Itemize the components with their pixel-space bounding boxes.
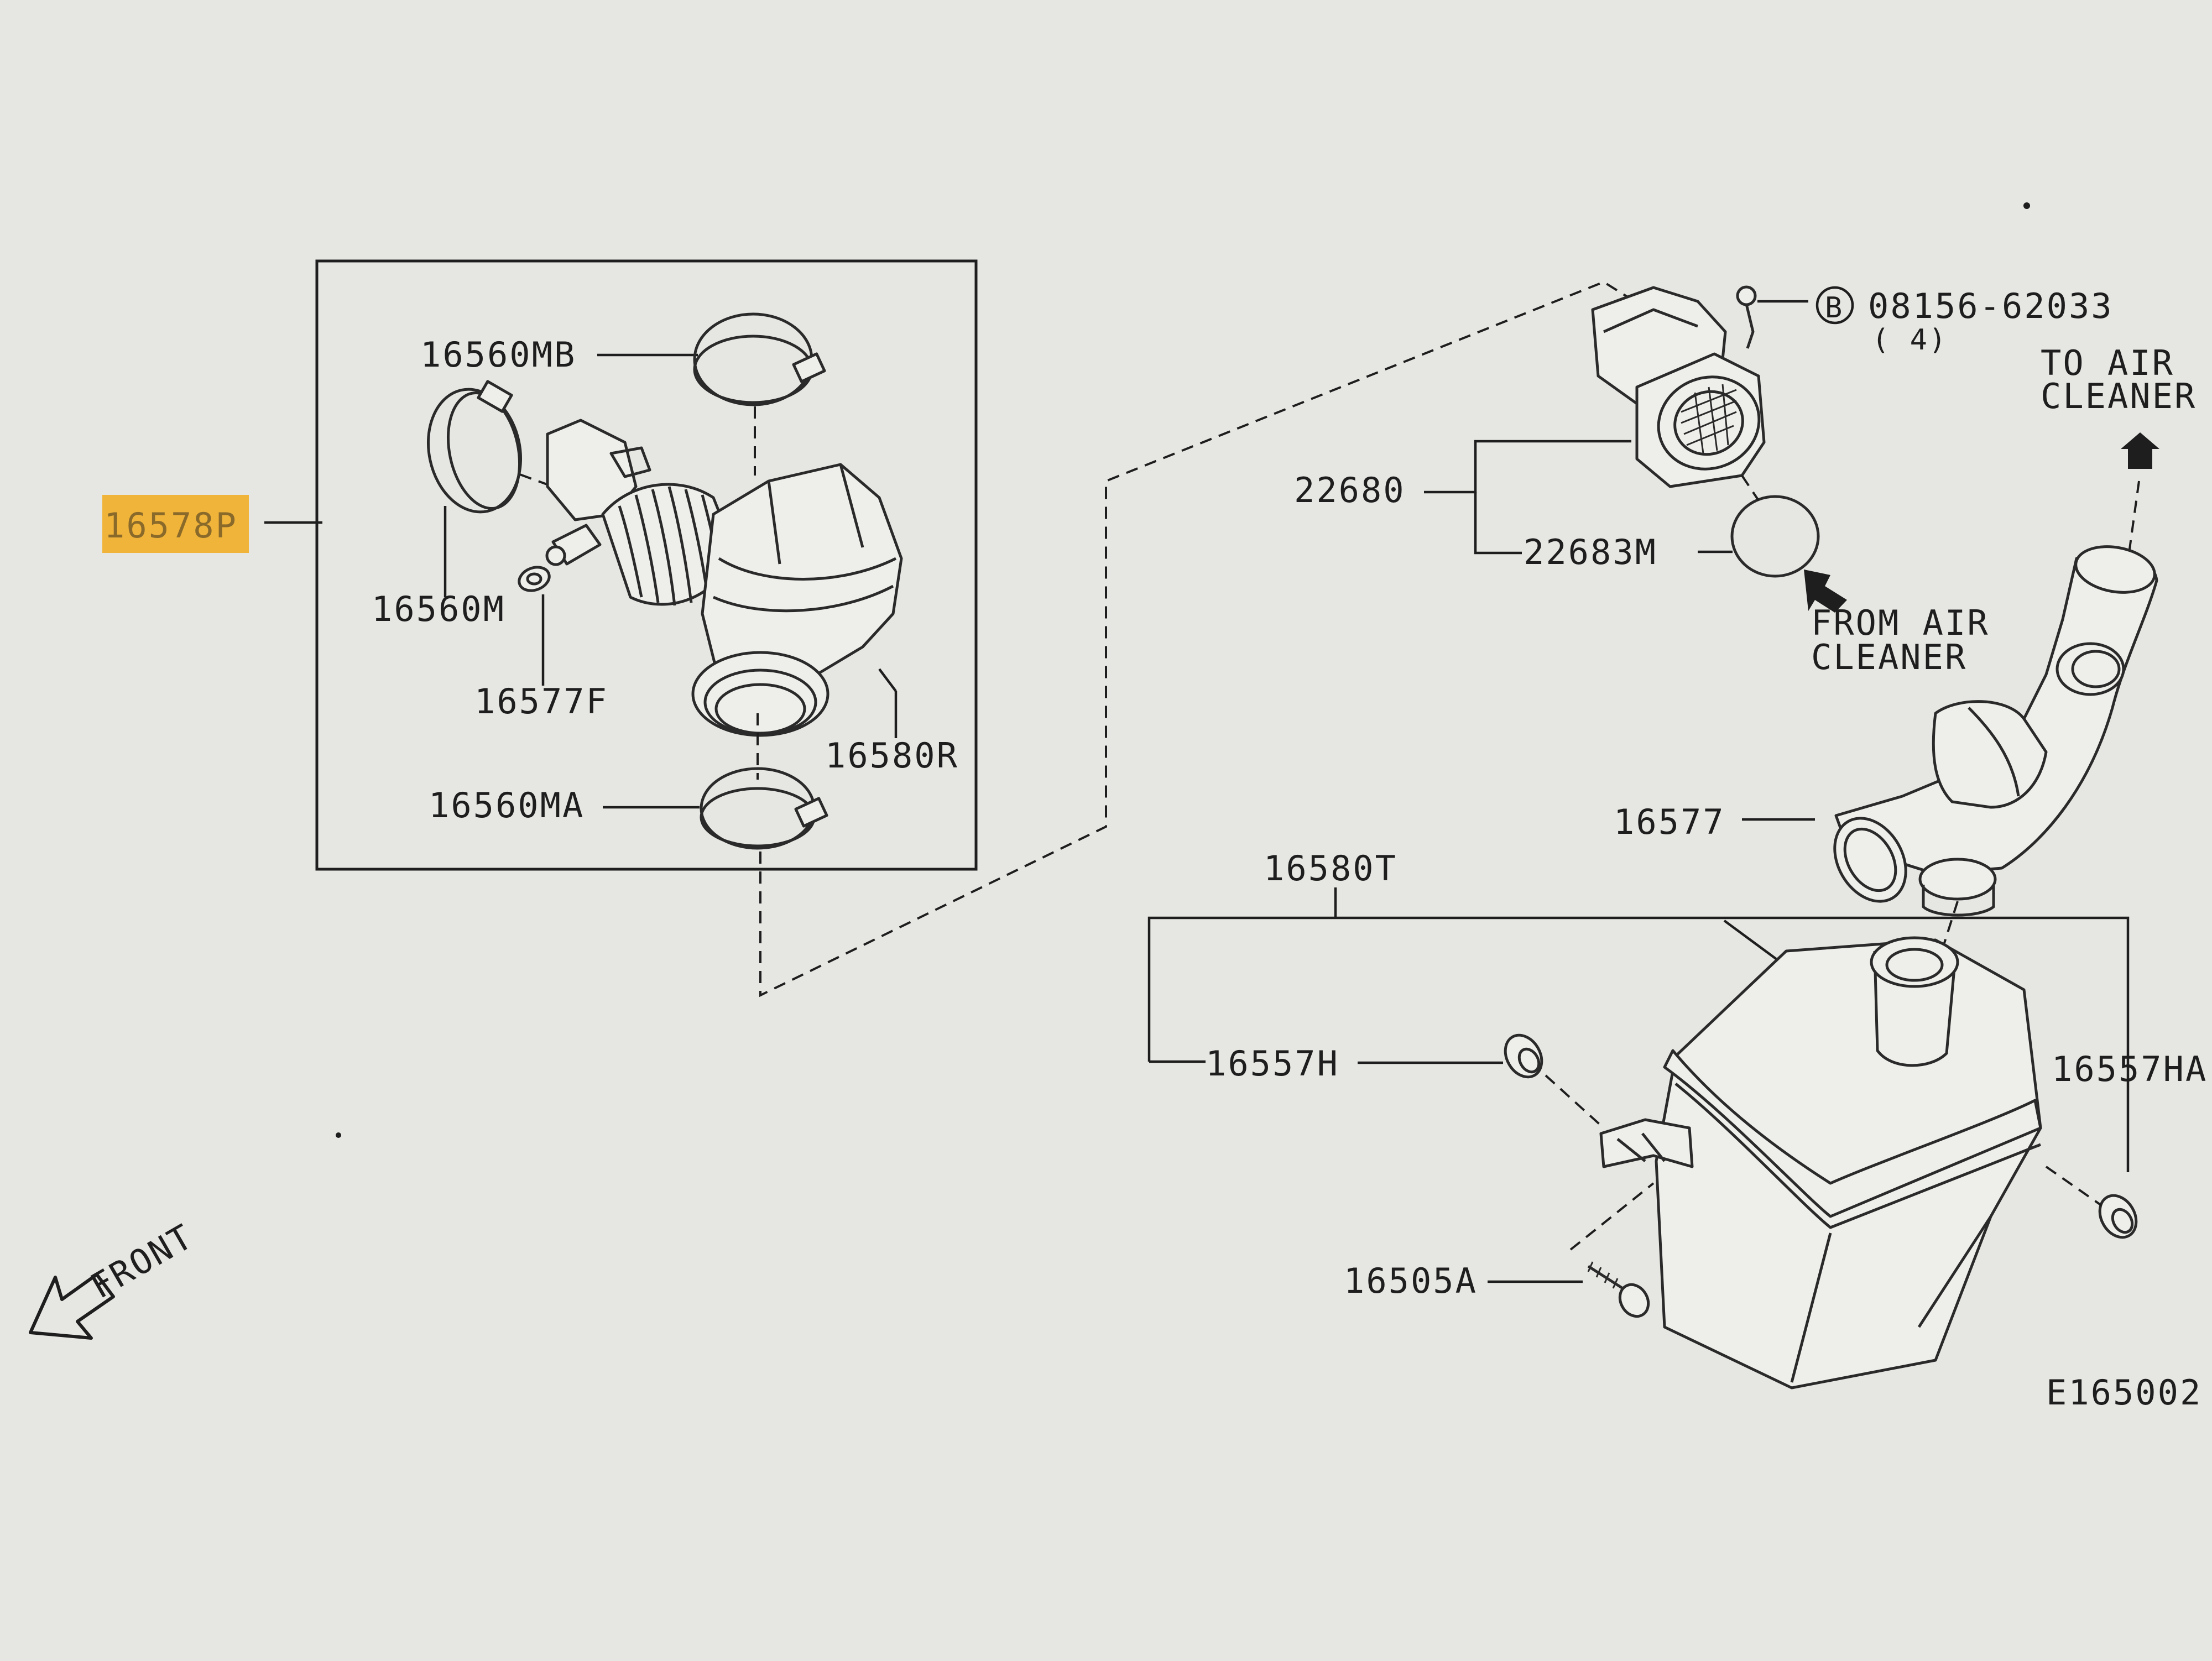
- callout-16505A[interactable]: 16505A: [1344, 1261, 1478, 1301]
- front-label: FRONT: [84, 1216, 200, 1307]
- dashed-assembly-link: [759, 280, 1649, 997]
- note-from-air-cleaner-1: FROM AIR: [1811, 603, 1990, 643]
- dot-mark: [336, 1132, 341, 1138]
- bolt-16505A-icon: [1587, 1261, 1650, 1318]
- callout-16580R[interactable]: 16580R: [825, 735, 959, 776]
- callout-16577F[interactable]: 16577F: [474, 681, 608, 722]
- diagram-code: E165002: [2046, 1372, 2202, 1413]
- note-to-air-cleaner-1: TO AIR: [2041, 343, 2174, 383]
- leader-22680: [1424, 440, 1631, 494]
- bolt-08156-62033-icon: [1736, 285, 1757, 349]
- axis-bolt: [1569, 1182, 1655, 1251]
- axis-duct-resonator: [1937, 901, 1959, 963]
- subassembly-box: [315, 259, 978, 871]
- intake-duct-16577-icon: [1833, 545, 2158, 917]
- hose-clamp-16560MA-icon: [700, 767, 828, 850]
- leader-16580T-bracket: [1147, 916, 2130, 1172]
- bolt-marker: B: [1825, 291, 1844, 325]
- callout-16580T[interactable]: 16580T: [1264, 848, 1397, 889]
- note-from-air-cleaner-2: CLEANER: [1811, 637, 1967, 677]
- hose-clamp-16560MB-icon: [693, 312, 826, 406]
- bolt-marker-circle: [1815, 286, 1854, 325]
- callout-16577[interactable]: 16577: [1614, 802, 1725, 842]
- callout-22680[interactable]: 22680: [1294, 470, 1406, 510]
- callout-16560M[interactable]: 16560M: [372, 589, 505, 629]
- leader-22683M-bracket: [1474, 492, 1522, 555]
- callout-16578P[interactable]: 16578P: [104, 505, 238, 546]
- dashed-to-air-cleaner: [2128, 480, 2140, 553]
- callout-16557HA[interactable]: 16557HA: [2052, 1049, 2208, 1089]
- leader-16580R: [878, 668, 897, 692]
- grommet-16557H-icon: [1504, 1033, 1543, 1079]
- gasket-22683M-icon: [1730, 495, 1820, 578]
- callout-08156-62033[interactable]: 08156-62033: [1868, 286, 2114, 326]
- hose-clamp-16560M-icon: [426, 380, 523, 514]
- axis-gasket: [1741, 474, 1760, 502]
- to-air-cleaner-arrow-icon: [2121, 432, 2159, 469]
- mass-airflow-sensor-22680-icon: [1591, 286, 1766, 488]
- resonator-tank-16580T-icon: [1599, 936, 2042, 1390]
- front-arrow-icon: [29, 1273, 115, 1340]
- grommet-16557HA-icon: [2098, 1194, 2138, 1239]
- axis-grommet-right: [2045, 1166, 2103, 1206]
- axis-grommet-left: [1545, 1074, 1605, 1129]
- callout-22683M[interactable]: 22683M: [1524, 532, 1657, 572]
- highlight-16578P: [102, 495, 249, 553]
- bolt-quantity: ( 4): [1872, 323, 1948, 357]
- note-to-air-cleaner-2: CLEANER: [2041, 376, 2197, 416]
- resonator-duct-16580R-icon: [545, 419, 903, 737]
- grommet-16577F-icon: [518, 566, 551, 592]
- dot-mark: [2023, 202, 2030, 209]
- callout-16557H[interactable]: 16557H: [1206, 1043, 1339, 1084]
- callout-16560MA[interactable]: 16560MA: [429, 785, 585, 826]
- from-air-cleaner-arrow-icon: [1804, 570, 1847, 613]
- callout-16560MB[interactable]: 16560MB: [420, 335, 576, 375]
